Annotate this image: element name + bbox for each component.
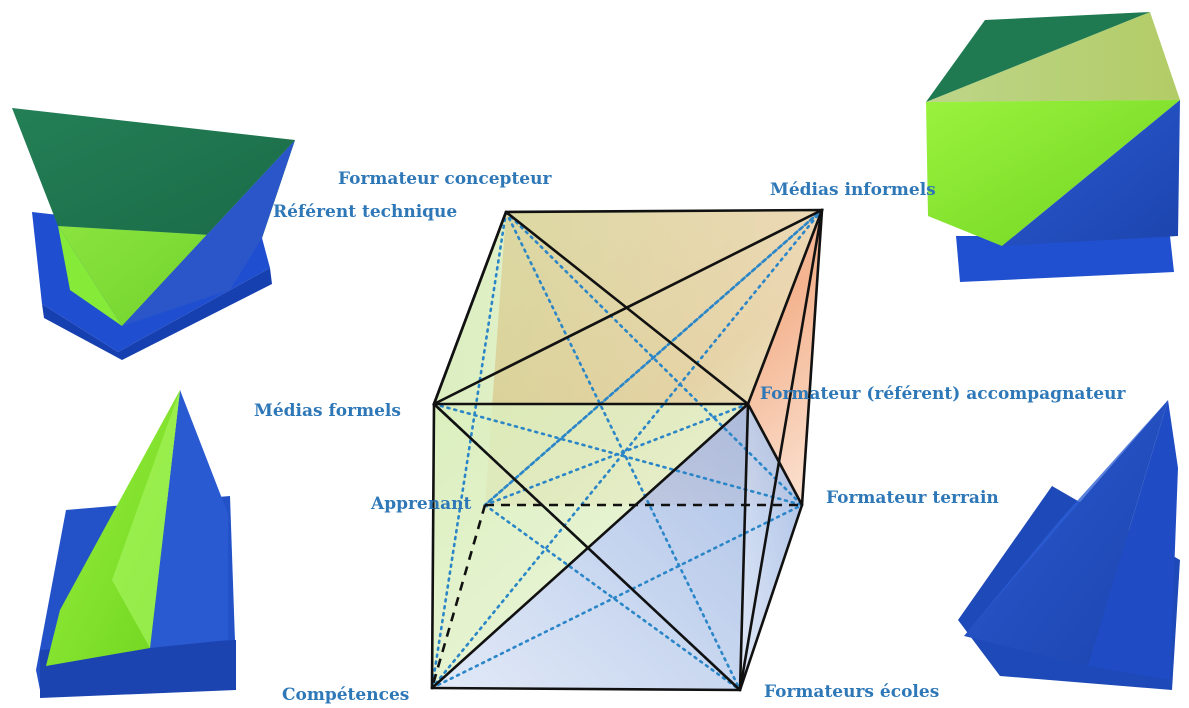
label-formateur-terrain: Formateur terrain — [826, 488, 999, 508]
label-formateur-accompagnateur: Formateur (référent) accompagnateur — [760, 384, 1126, 404]
label-formateur-concepteur: Formateur concepteur — [338, 169, 552, 189]
octahedron-print-photo — [12, 108, 295, 360]
dotted-diagonals — [430, 208, 824, 692]
label-apprenant: Apprenant — [370, 494, 471, 514]
right-face — [740, 404, 802, 690]
hidden-edges — [430, 503, 802, 689]
label-competences: Compétences — [282, 685, 409, 705]
label-medias-formels: Médias formels — [254, 401, 401, 421]
cube-print-photo — [926, 12, 1180, 282]
blue-pyramid-print-photo — [958, 400, 1180, 690]
label-referent-technique: Référent technique — [273, 202, 457, 222]
cube-edges — [430, 208, 824, 692]
label-medias-informels: Médias informels — [770, 180, 936, 200]
lime-pyramid-print-photo — [36, 390, 236, 698]
label-formateurs-ecoles: Formateurs écoles — [764, 682, 939, 702]
